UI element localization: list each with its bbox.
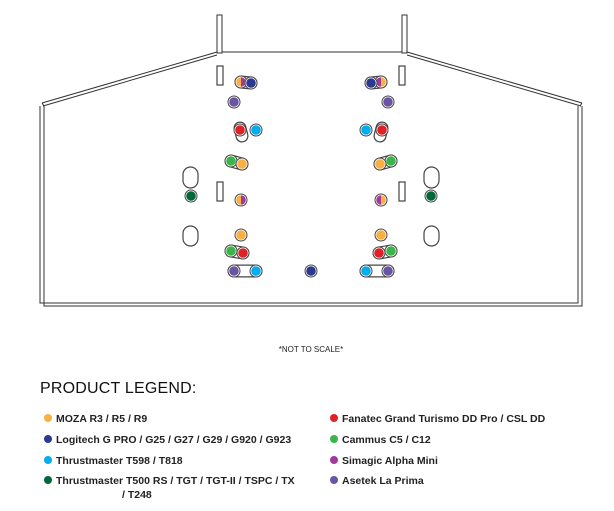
- legend-item-fanatec: Fanatec Grand Turismo DD Pro / CSL DD: [330, 412, 545, 426]
- asetek-hole-marker: [383, 97, 393, 107]
- moza-hole-marker: [375, 159, 385, 169]
- tm598-hole-marker: [251, 125, 261, 135]
- logitech-hole-marker: [246, 78, 256, 88]
- asetek-hole-marker: [229, 97, 239, 107]
- thrustmaster-t500-dot-icon: [44, 476, 52, 484]
- fanatec-hole-marker: [235, 125, 245, 135]
- cammus-hole-marker: [226, 156, 236, 166]
- hole-marker-left-half: [236, 77, 241, 87]
- tm598-hole-marker: [361, 266, 371, 276]
- slot: [398, 65, 406, 86]
- slot: [216, 65, 224, 86]
- moza-hole-marker: [376, 230, 386, 240]
- oval-hole: [423, 166, 440, 189]
- oval-hole: [423, 225, 440, 247]
- hole-marker-right-half: [241, 77, 246, 87]
- fanatec-dot-icon: [330, 414, 338, 422]
- moza-hole-marker: [236, 230, 246, 240]
- tm500-hole-marker: [426, 191, 436, 201]
- hole-marker-right-half: [381, 195, 386, 205]
- hole-marker-left-half: [376, 195, 381, 205]
- logitech-hole-marker: [306, 266, 316, 276]
- legend-item-thrustmaster-t598: Thrustmaster T598 / T818: [44, 454, 183, 468]
- moza-dot-icon: [44, 414, 52, 422]
- corner: [579, 102, 583, 107]
- not-to-scale-note: *NOT TO SCALE*: [278, 345, 344, 354]
- oval-hole: [182, 225, 199, 247]
- hole-marker-right-half: [381, 77, 386, 87]
- cammus-hole-marker: [386, 246, 396, 256]
- right-flange-edge-inner: [406, 54, 582, 107]
- moza-hole-marker: [237, 159, 247, 169]
- plate-outline: [39, 106, 579, 304]
- asetek-hole-marker: [383, 266, 393, 276]
- right-tab: [401, 14, 408, 54]
- legend-item-simagic: Simagic Alpha Mini: [330, 454, 438, 468]
- corner: [41, 102, 45, 107]
- legend-item-thrustmaster-t500: Thrustmaster T500 RS / TGT / TGT-II / TS…: [44, 474, 295, 502]
- legend-item-cammus: Cammus C5 / C12: [330, 433, 431, 447]
- left-tab: [216, 14, 223, 54]
- tm500-hole-marker: [186, 191, 196, 201]
- slot: [216, 181, 224, 202]
- right-flange-edge: [406, 51, 583, 104]
- cammus-hole-marker: [386, 156, 396, 166]
- hole-marker-left-half: [376, 77, 381, 87]
- simagic-dot-icon: [330, 456, 338, 464]
- cammus-hole-marker: [226, 246, 236, 256]
- logitech-dot-icon: [44, 435, 52, 443]
- legend-title: PRODUCT LEGEND:: [40, 380, 197, 397]
- tm598-hole-marker: [251, 266, 261, 276]
- asetek-dot-icon: [330, 476, 338, 484]
- slot: [398, 181, 406, 202]
- asetek-hole-marker: [229, 266, 239, 276]
- oval-hole: [182, 166, 199, 189]
- legend-item-logitech: Logitech G PRO / G25 / G27 / G29 / G920 …: [44, 433, 291, 447]
- plate-outline-inner: [43, 106, 583, 307]
- legend-label-continued: / T248: [122, 489, 152, 501]
- logitech-hole-marker: [366, 78, 376, 88]
- fanatec-hole-marker: [377, 125, 387, 135]
- legend-item-moza: MOZA R3 / R5 / R9: [44, 412, 147, 426]
- thrustmaster-t598-dot-icon: [44, 456, 52, 464]
- left-flange-edge-inner: [42, 54, 218, 107]
- cammus-dot-icon: [330, 435, 338, 443]
- fanatec-hole-marker: [238, 248, 248, 258]
- left-flange-edge: [41, 51, 218, 104]
- mounting-plate-diagram: [39, 14, 583, 307]
- legend-label: Thrustmaster T500 RS / TGT / TGT-II / TS…: [56, 475, 295, 487]
- tm598-hole-marker: [361, 125, 371, 135]
- hole-marker-left-half: [236, 195, 241, 205]
- fanatec-hole-marker: [374, 248, 384, 258]
- legend-item-asetek: Asetek La Prima: [330, 474, 424, 488]
- hole-marker-right-half: [241, 195, 246, 205]
